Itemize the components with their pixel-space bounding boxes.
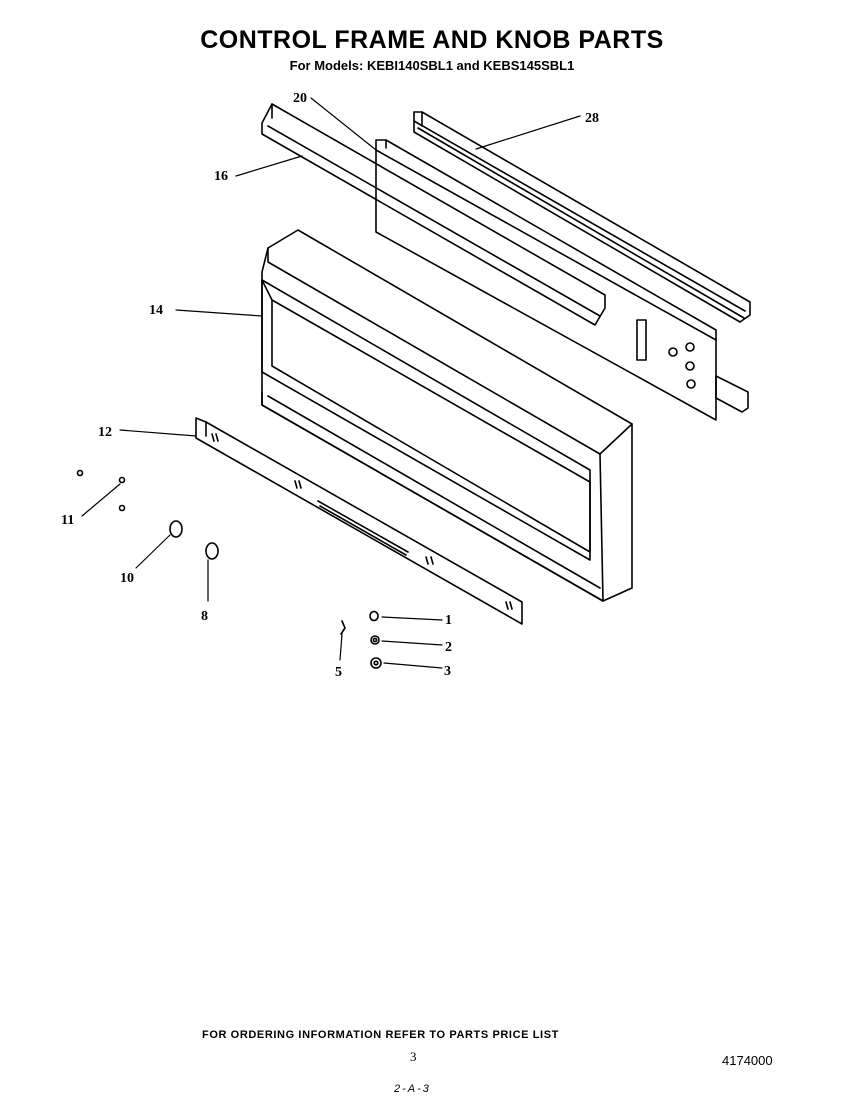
callout-20: 20 <box>293 91 307 106</box>
callout-12: 12 <box>98 425 112 440</box>
callout-16: 16 <box>214 169 228 184</box>
part-14-control-frame <box>261 229 633 602</box>
models-subtitle: For Models: KEBI140SBL1 and KEBS145SBL1 <box>289 58 575 73</box>
ordering-info-note: FOR ORDERING INFORMATION REFER TO PARTS … <box>202 1029 559 1041</box>
callout-2: 2 <box>445 640 452 655</box>
page-number: 3 <box>410 1049 417 1064</box>
callout-28: 28 <box>585 111 599 126</box>
part-11-screws <box>76 469 126 512</box>
part-10-knob <box>169 520 183 538</box>
part-12-lower-trim-bar <box>195 417 523 625</box>
document-number: 4174000 <box>722 1053 773 1068</box>
leader-lines <box>81 97 581 669</box>
part-8-knob <box>205 542 219 560</box>
callout-5: 5 <box>335 665 342 680</box>
part-5-spring-clip <box>340 620 346 635</box>
sheet-code: 2-A-3 <box>394 1083 431 1095</box>
callout-14: 14 <box>149 303 163 318</box>
page-title: CONTROL FRAME AND KNOB PARTS <box>200 26 664 54</box>
callout-1: 1 <box>445 613 452 628</box>
part-28-rear-channel <box>413 111 751 323</box>
callout-8: 8 <box>201 609 208 624</box>
part-1-clip <box>369 610 379 622</box>
part-3-washer <box>370 657 382 669</box>
callout-11: 11 <box>61 513 74 528</box>
part-2-nut <box>370 635 380 645</box>
part-20-control-panel <box>375 139 749 421</box>
callout-3: 3 <box>444 664 451 679</box>
part-16-trim-strip <box>261 103 606 326</box>
callout-10: 10 <box>120 571 134 586</box>
